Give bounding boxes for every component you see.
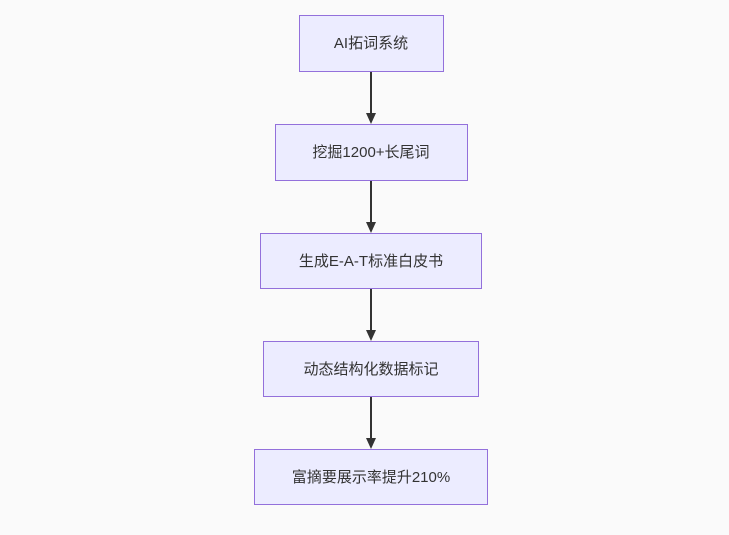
- arrow-line: [370, 72, 372, 113]
- node-eat-whitepaper: 生成E-A-T标准白皮书: [260, 233, 482, 289]
- node-label: 生成E-A-T标准白皮书: [298, 252, 444, 270]
- arrow-line: [370, 181, 372, 222]
- arrow-line: [370, 397, 372, 438]
- node-label: 富摘要展示率提升210%: [291, 468, 451, 486]
- arrowhead-down-icon: [366, 438, 376, 449]
- arrow-line: [370, 289, 372, 330]
- arrow-a-to-b: [366, 72, 376, 124]
- arrowhead-down-icon: [366, 222, 376, 233]
- node-label: 挖掘1200+长尾词: [312, 144, 430, 161]
- arrow-c-to-d: [366, 289, 376, 341]
- arrowhead-down-icon: [366, 113, 376, 124]
- arrow-d-to-e: [366, 397, 376, 449]
- arrow-b-to-c: [366, 181, 376, 233]
- node-label: AI拓词系统: [333, 35, 409, 52]
- node-structured-data-markup: 动态结构化数据标记: [263, 341, 479, 397]
- arrowhead-down-icon: [366, 330, 376, 341]
- flowchart: AI拓词系统 挖掘1200+长尾词 生成E-A-T标准白皮书 动态结构化数据标记: [254, 15, 488, 505]
- node-ai-keyword-system: AI拓词系统: [298, 15, 444, 72]
- node-rich-snippet-result: 富摘要展示率提升210%: [254, 449, 488, 505]
- node-longtail-mining: 挖掘1200+长尾词: [274, 124, 468, 181]
- node-label: 动态结构化数据标记: [303, 360, 439, 378]
